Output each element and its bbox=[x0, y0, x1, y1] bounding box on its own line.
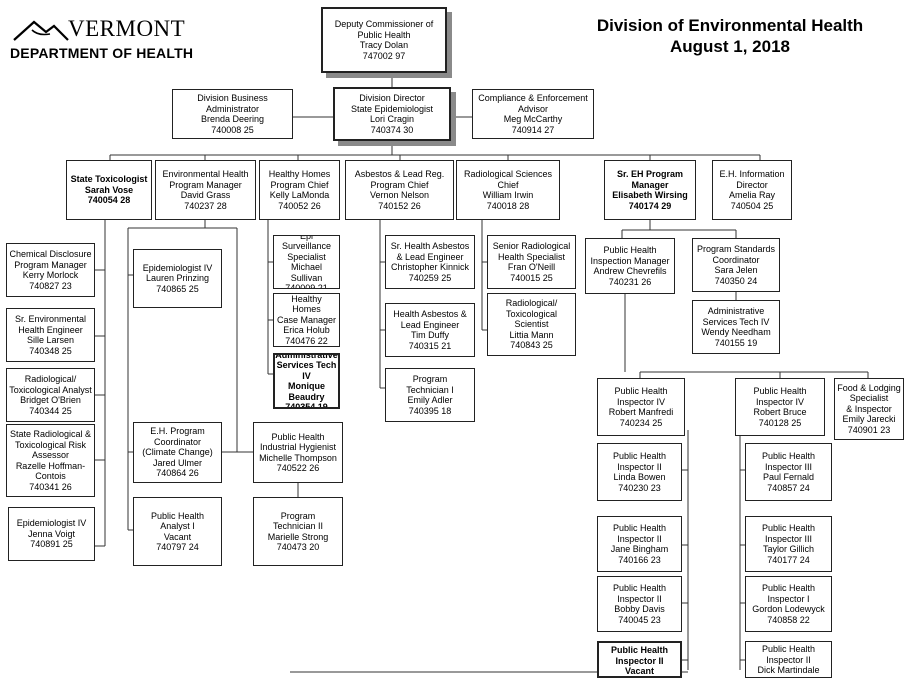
eh-program-manager-text: Environmental Health Program Manager Dav… bbox=[162, 169, 249, 211]
inspector-i-lodewyck-text: Public Health Inspector I Gordon Lodewyc… bbox=[752, 583, 825, 625]
epidemiologist-prinzing-text: Epidemiologist IV Lauren Prinzing 740865… bbox=[142, 262, 213, 294]
inspector-ii-vacant-box: Public Health Inspector II Vacant bbox=[597, 641, 682, 678]
food-lodging-specialist-text: Food & Lodging Specialist & Inspector Em… bbox=[837, 382, 901, 435]
chart-header: Division of Environmental Health August … bbox=[560, 15, 900, 57]
healthy-homes-case-manager-text: Healthy Homes Case Manager Erica Holub 7… bbox=[276, 293, 337, 346]
industrial-hygienist-text: Public Health Industrial Hygienist Miche… bbox=[259, 431, 337, 474]
inspector-iv-bruce-box: Public Health Inspector IV Robert Bruce … bbox=[735, 378, 825, 436]
radiological-chief-box: Radiological Sciences Chief William Irwi… bbox=[456, 160, 560, 220]
sr-health-asbestos-engineer-box: Sr. Health Asbestos & Lead Engineer Chri… bbox=[385, 235, 475, 289]
admin-services-tech-beaudry-text: Administrative Services Tech IV Monique … bbox=[275, 353, 338, 409]
program-technician-i-box: Program Technician I Emily Adler 740395 … bbox=[385, 368, 475, 422]
eh-program-manager-box: Environmental Health Program Manager Dav… bbox=[155, 160, 256, 220]
sr-eh-program-manager-box: Sr. EH Program Manager Elisabeth Wirsing… bbox=[604, 160, 696, 220]
eh-information-director-box: E.H. Information Director Amelia Ray 740… bbox=[712, 160, 792, 220]
vermont-department-of-health-logo: VERMONT DEPARTMENT OF HEALTH bbox=[8, 8, 198, 68]
inspector-ii-martindale-text: Public Health Inspector II Dick Martinda… bbox=[757, 644, 820, 675]
radiological-chief-text: Radiological Sciences Chief William Irwi… bbox=[463, 169, 553, 211]
health-asbestos-engineer-box: Health Asbestos & Lead Engineer Tim Duff… bbox=[385, 303, 475, 357]
epi-surveillance-box: Epi Surveillance Specialist Michael Sull… bbox=[273, 235, 340, 289]
logo-department-name: DEPARTMENT OF HEALTH bbox=[10, 45, 194, 61]
epidemiologist-voigt-text: Epidemiologist IV Jenna Voigt 740891 25 bbox=[16, 518, 87, 550]
inspector-iii-gillich-text: Public Health Inspector III Taylor Gilli… bbox=[761, 523, 816, 565]
admin-services-tech-needham-box: Administrative Services Tech IV Wendy Ne… bbox=[692, 300, 780, 354]
radiological-toxicological-analyst-box: Radiological/ Toxicological Analyst Brid… bbox=[6, 368, 95, 422]
healthy-homes-case-manager-box: Healthy Homes Case Manager Erica Holub 7… bbox=[273, 293, 340, 347]
deputy-commissioner-box: Deputy Commissioner of Public Health Tra… bbox=[321, 7, 447, 73]
chemical-disclosure-box: Chemical Disclosure Program Manager Kerr… bbox=[6, 243, 95, 297]
program-technician-ii-text: Program Technician II Marielle Strong 74… bbox=[267, 510, 329, 553]
deputy-commissioner-text: Deputy Commissioner of Public Health Tra… bbox=[334, 19, 434, 61]
business-administrator-text: Division Business Administrator Brenda D… bbox=[197, 93, 268, 135]
epi-surveillance-text: Epi Surveillance Specialist Michael Sull… bbox=[281, 235, 332, 289]
page-title: Division of Environmental Health bbox=[596, 16, 864, 35]
eh-information-director-text: E.H. Information Director Amelia Ray 740… bbox=[719, 169, 785, 211]
epidemiologist-voigt-box: Epidemiologist IV Jenna Voigt 740891 25 bbox=[8, 507, 95, 561]
inspector-ii-vacant-text: Public Health Inspector II Vacant bbox=[610, 645, 668, 676]
public-health-analyst-box: Public Health Analyst I Vacant 740797 24 bbox=[133, 497, 222, 566]
healthy-homes-chief-box: Healthy Homes Program Chief Kelly LaMond… bbox=[259, 160, 340, 220]
inspector-ii-bingham-box: Public Health Inspector II Jane Bingham … bbox=[597, 516, 682, 572]
logo-state-name: VERMONT bbox=[68, 16, 186, 41]
inspection-manager-text: Public Health Inspection Manager Andrew … bbox=[590, 245, 670, 287]
inspector-iii-fernald-box: Public Health Inspector III Paul Fernald… bbox=[745, 443, 832, 501]
epidemiologist-prinzing-box: Epidemiologist IV Lauren Prinzing 740865… bbox=[133, 249, 222, 308]
inspector-ii-bowen-box: Public Health Inspector II Linda Bowen 7… bbox=[597, 443, 682, 501]
sr-env-health-engineer-text: Sr. Environmental Health Engineer Sille … bbox=[14, 314, 87, 356]
inspector-iv-manfredi-box: Public Health Inspector IV Robert Manfre… bbox=[597, 378, 685, 436]
sr-eh-program-manager-text: Sr. EH Program Manager Elisabeth Wirsing… bbox=[612, 169, 688, 211]
chemical-disclosure-text: Chemical Disclosure Program Manager Kerr… bbox=[9, 249, 92, 291]
business-administrator-box: Division Business Administrator Brenda D… bbox=[172, 89, 293, 139]
inspector-iii-fernald-text: Public Health Inspector III Paul Fernald… bbox=[761, 451, 816, 493]
admin-services-tech-needham-text: Administrative Services Tech IV Wendy Ne… bbox=[701, 306, 771, 348]
inspector-i-lodewyck-box: Public Health Inspector I Gordon Lodewyc… bbox=[745, 576, 832, 632]
sr-health-asbestos-engineer-text: Sr. Health Asbestos & Lead Engineer Chri… bbox=[390, 241, 470, 283]
state-rad-tox-risk-assessor-box: State Radiological & Toxicological Risk … bbox=[6, 424, 95, 497]
senior-radiological-specialist-text: Senior Radiological Health Specialist Fr… bbox=[492, 241, 571, 283]
inspector-iv-manfredi-text: Public Health Inspector IV Robert Manfre… bbox=[608, 386, 674, 428]
food-lodging-specialist-box: Food & Lodging Specialist & Inspector Em… bbox=[834, 378, 904, 440]
asbestos-lead-chief-text: Asbestos & Lead Reg. Program Chief Verno… bbox=[354, 169, 445, 211]
division-director-text: Division Director State Epidemiologist L… bbox=[350, 93, 434, 135]
inspector-ii-davis-text: Public Health Inspector II Bobby Davis 7… bbox=[612, 583, 667, 625]
inspector-ii-bingham-text: Public Health Inspector II Jane Bingham … bbox=[610, 523, 669, 565]
inspector-iv-bruce-text: Public Health Inspector IV Robert Bruce … bbox=[753, 386, 807, 428]
state-toxicologist-text: State Toxicologist Sarah Vose 740054 28 bbox=[70, 174, 148, 206]
eh-program-coordinator-text: E.H. Program Coordinator (Climate Change… bbox=[142, 426, 213, 479]
compliance-advisor-text: Compliance & Enforcement Advisor Meg McC… bbox=[478, 93, 588, 135]
inspection-manager-box: Public Health Inspection Manager Andrew … bbox=[585, 238, 675, 294]
program-standards-coordinator-box: Program Standards Coordinator Sara Jelen… bbox=[692, 238, 780, 292]
chart-date: August 1, 2018 bbox=[670, 37, 790, 56]
radiological-scientist-text: Radiological/ Toxicological Scientist Li… bbox=[505, 298, 558, 351]
program-technician-ii-box: Program Technician II Marielle Strong 74… bbox=[253, 497, 343, 566]
health-asbestos-engineer-text: Health Asbestos & Lead Engineer Tim Duff… bbox=[393, 309, 467, 351]
eh-program-coordinator-box: E.H. Program Coordinator (Climate Change… bbox=[133, 422, 222, 483]
division-director-box: Division Director State Epidemiologist L… bbox=[333, 87, 451, 141]
program-technician-i-text: Program Technician I Emily Adler 740395 … bbox=[406, 374, 454, 416]
public-health-analyst-text: Public Health Analyst I Vacant 740797 24 bbox=[150, 510, 205, 553]
compliance-advisor-box: Compliance & Enforcement Advisor Meg McC… bbox=[472, 89, 594, 139]
asbestos-lead-chief-box: Asbestos & Lead Reg. Program Chief Verno… bbox=[345, 160, 454, 220]
healthy-homes-chief-text: Healthy Homes Program Chief Kelly LaMond… bbox=[268, 169, 331, 211]
state-rad-tox-risk-assessor-text: State Radiological & Toxicological Risk … bbox=[9, 429, 92, 492]
inspector-ii-davis-box: Public Health Inspector II Bobby Davis 7… bbox=[597, 576, 682, 632]
industrial-hygienist-box: Public Health Industrial Hygienist Miche… bbox=[253, 422, 343, 483]
sr-env-health-engineer-box: Sr. Environmental Health Engineer Sille … bbox=[6, 308, 95, 362]
state-toxicologist-box: State Toxicologist Sarah Vose 740054 28 bbox=[66, 160, 152, 220]
inspector-ii-martindale-box: Public Health Inspector II Dick Martinda… bbox=[745, 641, 832, 678]
radiological-toxicological-analyst-text: Radiological/ Toxicological Analyst Brid… bbox=[9, 374, 92, 416]
mountain-logo-icon bbox=[13, 20, 69, 41]
inspector-ii-bowen-text: Public Health Inspector II Linda Bowen 7… bbox=[612, 451, 667, 493]
program-standards-coordinator-text: Program Standards Coordinator Sara Jelen… bbox=[696, 244, 776, 286]
inspector-iii-gillich-box: Public Health Inspector III Taylor Gilli… bbox=[745, 516, 832, 572]
senior-radiological-specialist-box: Senior Radiological Health Specialist Fr… bbox=[487, 235, 576, 289]
admin-services-tech-beaudry-box: Administrative Services Tech IV Monique … bbox=[273, 353, 340, 409]
radiological-scientist-box: Radiological/ Toxicological Scientist Li… bbox=[487, 293, 576, 356]
